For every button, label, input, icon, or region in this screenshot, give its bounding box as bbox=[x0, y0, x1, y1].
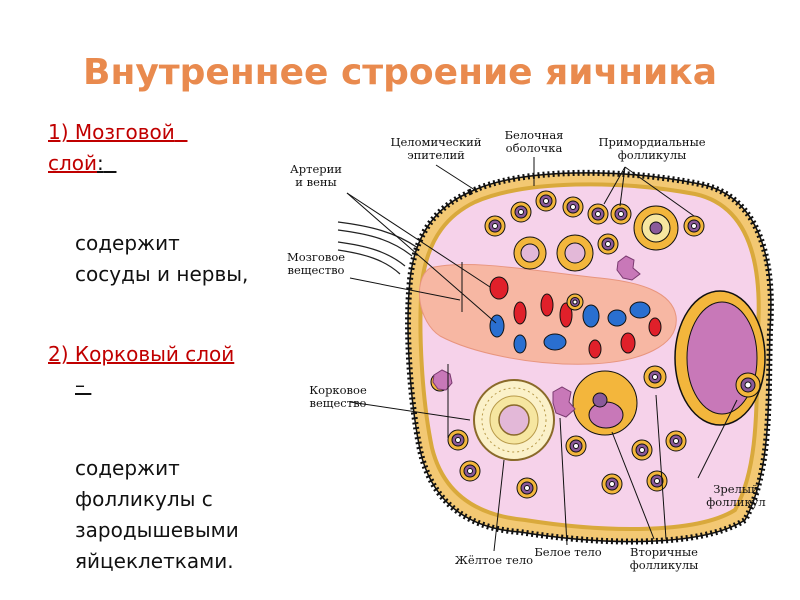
item1-text-line2: сосуды и нервы, bbox=[75, 262, 249, 286]
artery bbox=[620, 332, 636, 354]
label-cortex-2: вещество bbox=[310, 396, 367, 410]
vessels bbox=[489, 276, 662, 359]
secondary-follicle bbox=[633, 205, 679, 251]
slide-title: Внутреннее строение яичника bbox=[83, 52, 717, 93]
hilum-vessels bbox=[337, 221, 419, 275]
label-arteries-1: Артерии bbox=[290, 162, 342, 176]
primordial-follicle bbox=[643, 365, 667, 389]
vein bbox=[489, 314, 505, 338]
primordial-follicle bbox=[587, 203, 609, 225]
vein bbox=[543, 333, 567, 351]
primordial-follicle bbox=[562, 196, 584, 218]
item2-label-text: 2) Корковый слой bbox=[48, 342, 235, 366]
item2-text: содержит фолликулы с зародышевыми яйцекл… bbox=[75, 453, 239, 577]
vein bbox=[513, 334, 527, 354]
item2-label: 2) Корковый слой – bbox=[48, 339, 234, 401]
primordial-follicle bbox=[565, 435, 587, 457]
white-body bbox=[432, 369, 453, 391]
vein bbox=[607, 309, 627, 327]
growing-follicle bbox=[556, 234, 594, 272]
primordial-follicles bbox=[430, 190, 705, 499]
artery bbox=[648, 317, 662, 337]
label-arteries-2: и вены bbox=[295, 175, 336, 189]
primordial-follicle bbox=[516, 477, 538, 499]
mature-follicle bbox=[674, 290, 766, 426]
primordial-follicle bbox=[646, 470, 668, 492]
primordial-follicle bbox=[447, 429, 469, 451]
label-secondary-1: Вторичные bbox=[630, 545, 698, 559]
growing-follicles bbox=[513, 205, 679, 436]
label-mature-1: Зрелый bbox=[713, 482, 759, 496]
item2-dash: – bbox=[75, 373, 85, 397]
artery bbox=[513, 301, 527, 325]
label-secondary-2: фолликулы bbox=[630, 558, 699, 572]
primordial-follicle bbox=[610, 203, 632, 225]
label-primordial-2: фолликулы bbox=[618, 148, 687, 162]
label-coelomic-1: Целомический bbox=[390, 135, 481, 149]
growing-follicle bbox=[513, 236, 547, 270]
label-coelomic-2: эпителий bbox=[407, 148, 465, 162]
primordial-follicle bbox=[631, 439, 653, 461]
yellow-body bbox=[473, 379, 555, 461]
white-body bbox=[616, 255, 641, 281]
item1-label: 1) Мозговой слой: bbox=[48, 117, 188, 179]
leader-lines bbox=[346, 157, 738, 552]
label-albuginea-2: оболочка bbox=[506, 141, 563, 155]
label-primordial-1: Примордиальные bbox=[598, 135, 705, 149]
vein bbox=[629, 301, 651, 319]
item2-text-line4: яйцеклетками. bbox=[75, 549, 234, 573]
item2-text-line2: фолликулы с bbox=[75, 487, 213, 511]
diagram-labels: Целомический эпителий Белочная оболочка … bbox=[287, 128, 766, 572]
primordial-follicle bbox=[566, 293, 584, 311]
secondary-follicle bbox=[572, 370, 638, 436]
primordial-follicle bbox=[665, 430, 687, 452]
item1-label-line1: 1) Мозговой bbox=[48, 120, 175, 144]
label-albuginea-1: Белочная bbox=[505, 128, 564, 142]
primordial-follicle bbox=[601, 473, 623, 495]
primordial-follicle bbox=[484, 215, 506, 237]
item1-text-line1: содержит bbox=[75, 231, 180, 255]
label-yellow-body: Жёлтое тело bbox=[455, 553, 533, 567]
label-medulla-1: Мозговое bbox=[287, 250, 345, 264]
primordial-follicle bbox=[535, 190, 557, 212]
primordial-follicle bbox=[459, 460, 481, 482]
primordial-follicle bbox=[683, 215, 705, 237]
item1-text: содержит сосуды и нервы, bbox=[75, 228, 248, 290]
vein bbox=[582, 304, 600, 328]
item2-text-line1: содержит bbox=[75, 456, 180, 480]
item1-label-line2: слой bbox=[48, 151, 98, 175]
white-bodies bbox=[432, 255, 641, 418]
artery bbox=[588, 339, 602, 359]
primordial-follicle bbox=[510, 201, 532, 223]
artery bbox=[489, 276, 509, 300]
artery bbox=[540, 293, 554, 317]
label-mature-2: фолликул bbox=[706, 495, 765, 509]
item1-suffix: : bbox=[97, 151, 104, 175]
white-body bbox=[552, 386, 576, 418]
primordial-follicle bbox=[597, 233, 619, 255]
label-white-body: Белое тело bbox=[534, 545, 601, 559]
artery bbox=[559, 302, 573, 328]
label-cortex-1: Корковое bbox=[309, 383, 367, 397]
item2-text-line3: зародышевыми bbox=[75, 518, 239, 542]
label-medulla-2: вещество bbox=[288, 263, 345, 277]
